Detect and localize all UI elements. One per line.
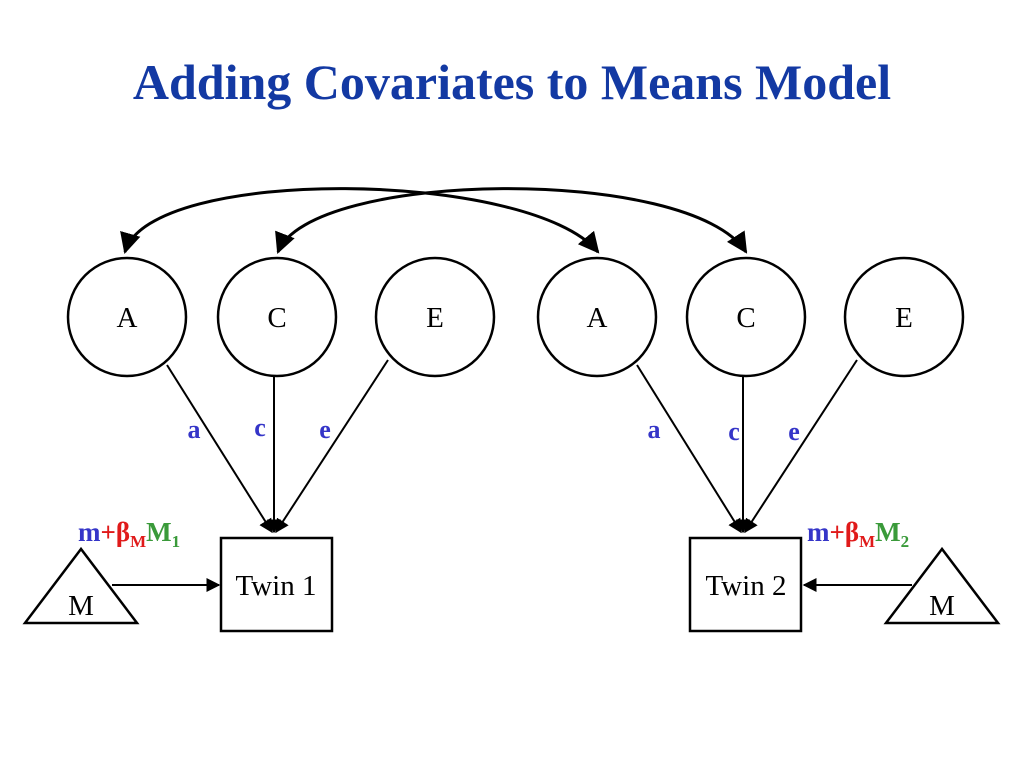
twin1-formula-mean: m (78, 517, 101, 547)
twin2-covariate-label: M (929, 590, 955, 622)
twin1-mean-formula: m+βMM1 (78, 517, 180, 551)
twin2-observed-label: Twin 2 (706, 570, 787, 602)
twin1-covariate-label: M (68, 590, 94, 622)
twin2-formula-mean: m (807, 517, 830, 547)
twin1-formula-covariate: M (146, 517, 171, 547)
twin1-observed: Twin 1 (219, 536, 334, 633)
twin2-latent-a-label: A (587, 302, 608, 334)
twin2-observed: Twin 2 (688, 536, 803, 633)
twin1-formula-beta-sub: M (130, 532, 146, 551)
twin1-covariate-triangle: M (22, 546, 140, 625)
twin2-latent-e-label: E (895, 302, 913, 334)
twin2-a-path (636, 364, 742, 534)
twin1-latent-c: C (216, 256, 338, 378)
twin1-e-path (275, 359, 389, 534)
slide-title: Adding Covariates to Means Model (132, 54, 892, 110)
twin2-formula-plus: + (830, 517, 845, 547)
twin1-latent-a-label: A (117, 302, 138, 334)
twin1-formula-plus: + (101, 517, 116, 547)
twin2-e-path-label: e (788, 417, 800, 446)
twin1-c-path-label: c (254, 413, 266, 442)
twin2-mean-formula: m+βMM2 (807, 517, 909, 551)
twin1-formula-covariate-sub: 1 (172, 532, 181, 551)
twin2-latent-a: A (536, 256, 658, 378)
a-correlation-arc (120, 187, 600, 255)
twin2-c-path-label: c (728, 417, 740, 446)
twin2-latent-c-label: C (736, 302, 755, 334)
twin1-latent-e: E (374, 256, 496, 378)
twin2-latent-c: C (685, 256, 807, 378)
c-correlation-arc (275, 187, 748, 254)
twin1-e-path-label: e (319, 415, 331, 444)
twin1-latent-c-label: C (267, 302, 286, 334)
twin1-a-path (166, 364, 273, 534)
twin1-formula-beta: β (116, 517, 130, 547)
twin2-a-path-label: a (648, 415, 661, 444)
twin2-covariate-triangle: M (883, 546, 1001, 625)
twin1-observed-label: Twin 1 (236, 570, 317, 602)
twin2-formula-beta-sub: M (859, 532, 875, 551)
twin2-formula-covariate-sub: 2 (901, 532, 910, 551)
twin2-latent-e: E (843, 256, 965, 378)
twin1-latent-e-label: E (426, 302, 444, 334)
twin1-a-path-label: a (188, 415, 201, 444)
twin2-formula-beta: β (845, 517, 859, 547)
twin2-e-path (744, 359, 858, 534)
twin2-formula-covariate: M (875, 517, 900, 547)
twin1-latent-a: A (66, 256, 188, 378)
